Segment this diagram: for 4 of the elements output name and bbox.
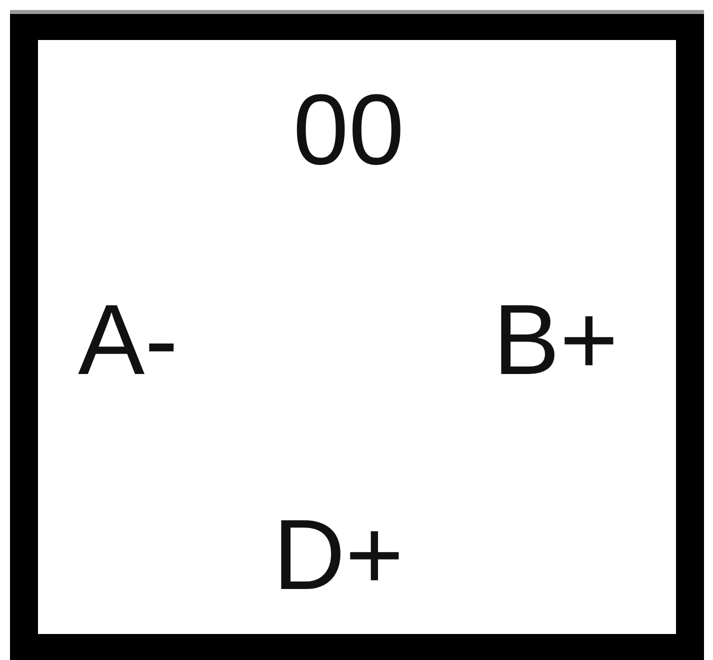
signal-label: D+ xyxy=(273,505,404,605)
state-code: 00 xyxy=(293,80,404,180)
signal-label: A- xyxy=(78,290,178,390)
signal-label: B+ xyxy=(493,290,618,390)
